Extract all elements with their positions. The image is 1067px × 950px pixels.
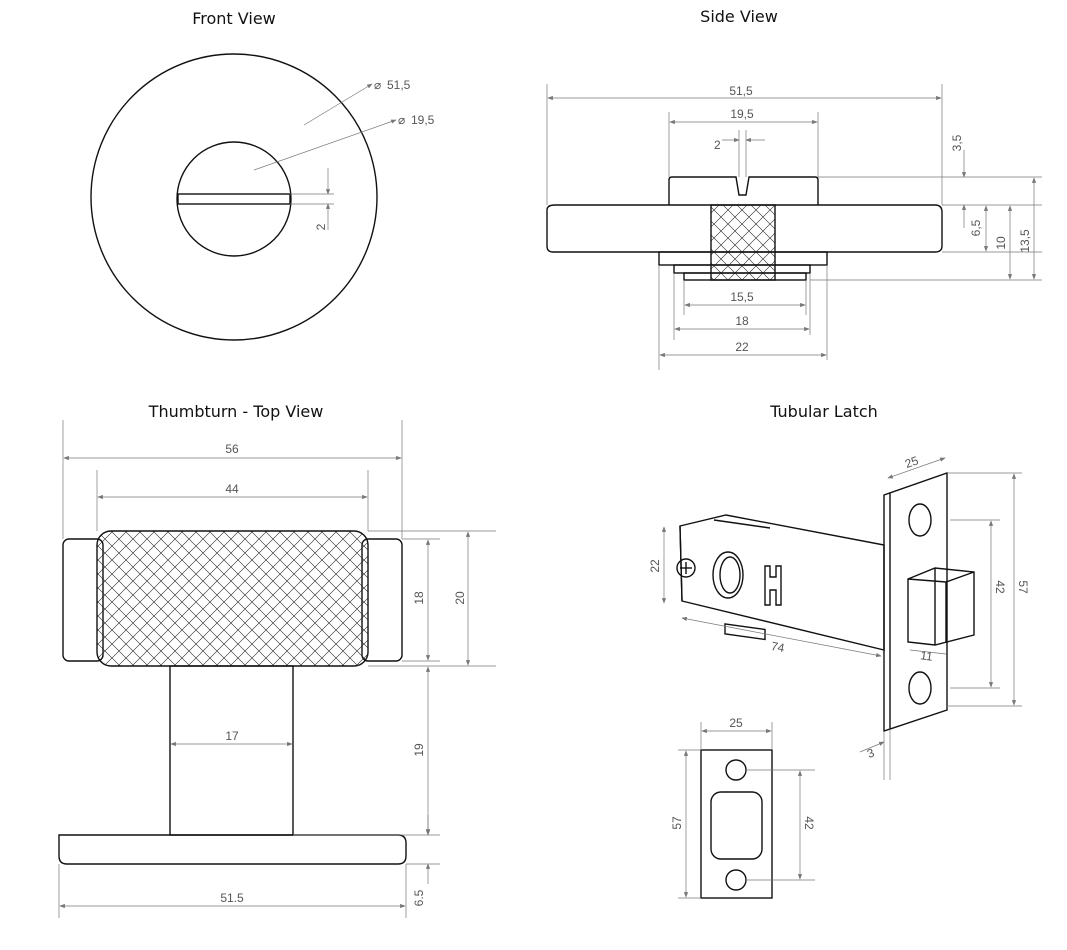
side-dim-turn-h: 3,5 xyxy=(950,134,964,151)
turn-head xyxy=(668,176,819,205)
side-dim-10: 10 xyxy=(994,236,1008,250)
side-dim-width: 51,5 xyxy=(729,84,753,98)
side-dim-18: 18 xyxy=(735,314,749,328)
latch-screw xyxy=(676,558,696,578)
latch-dim-74: 74 xyxy=(770,639,786,655)
latch-body xyxy=(679,514,885,651)
rose-profile xyxy=(546,204,943,253)
front-dim-slot: 2 xyxy=(314,223,328,230)
side-dim-22: 22 xyxy=(735,340,749,354)
faceplate-hole-top xyxy=(908,503,932,537)
latch-spindle-hole xyxy=(712,551,744,599)
front-view: Front View ⌀ 51,5 ⌀ 19,5 2 xyxy=(90,9,435,341)
side-dim-total: 13,5 xyxy=(1018,229,1032,253)
top-dim-56: 56 xyxy=(225,442,239,456)
latch-dim-25: 25 xyxy=(903,453,921,471)
faceplate-hole-bottom xyxy=(908,671,932,705)
tubular-latch: Tubular Latch 25 22 74 42 57 xyxy=(648,402,1030,780)
side-dim-slot: 2 xyxy=(714,138,721,152)
turn-slot xyxy=(177,193,291,205)
strike-opening xyxy=(710,791,763,860)
turn-inner-circle xyxy=(176,141,292,257)
latch-dim-22: 22 xyxy=(648,559,662,573)
strike-hole-bottom xyxy=(725,869,747,891)
latch-dim-3: 3 xyxy=(865,745,876,761)
front-dim-outer: 51,5 xyxy=(387,78,411,92)
front-dim-19-sym: ⌀ xyxy=(398,113,405,127)
top-dim-20: 20 xyxy=(453,591,467,605)
front-dim-inner: 19,5 xyxy=(411,113,435,127)
top-dim-65: 6.5 xyxy=(412,889,426,906)
strike-hole-top xyxy=(725,759,747,781)
latch-h-slot xyxy=(764,565,782,606)
top-dim-18: 18 xyxy=(412,591,426,605)
top-dim-19: 19 xyxy=(412,743,426,757)
side-view: Side View 51,5 19,5 2 3,5 xyxy=(546,7,1042,370)
knurled-grip xyxy=(96,530,369,667)
knurled-spindle xyxy=(710,204,776,281)
top-dim-17: 17 xyxy=(225,729,239,743)
strike-dim-57: 57 xyxy=(670,816,684,830)
top-view-title: Thumbturn - Top View xyxy=(148,402,324,421)
side-dim-base-h: 6,5 xyxy=(969,219,983,236)
side-dim-turn: 19,5 xyxy=(730,107,754,121)
base-plate xyxy=(58,834,407,865)
side-dim-15: 15,5 xyxy=(730,290,754,304)
latch-title: Tubular Latch xyxy=(769,402,878,421)
strike-dim-42: 42 xyxy=(802,816,816,830)
side-view-title: Side View xyxy=(700,7,778,26)
front-view-title: Front View xyxy=(192,9,276,28)
stem xyxy=(169,665,294,836)
latch-dim-57: 57 xyxy=(1016,580,1030,594)
front-dim-51: ⌀ xyxy=(374,78,381,92)
latch-dim-11: 11 xyxy=(919,648,934,664)
strike-plate: 25 57 42 xyxy=(670,716,816,899)
latch-top-slot xyxy=(724,623,766,641)
top-dim-base: 51.5 xyxy=(220,891,244,905)
rose-outer-circle xyxy=(90,53,378,341)
latch-dim-42: 42 xyxy=(993,580,1007,594)
latch-faceplate xyxy=(883,472,948,732)
strike-plate-outline xyxy=(700,749,773,899)
base-step-3 xyxy=(683,272,807,281)
strike-dim-25: 25 xyxy=(729,716,743,730)
top-dim-44: 44 xyxy=(225,482,239,496)
top-view: Thumbturn - Top View 56 44 18 20 17 xyxy=(58,402,496,918)
